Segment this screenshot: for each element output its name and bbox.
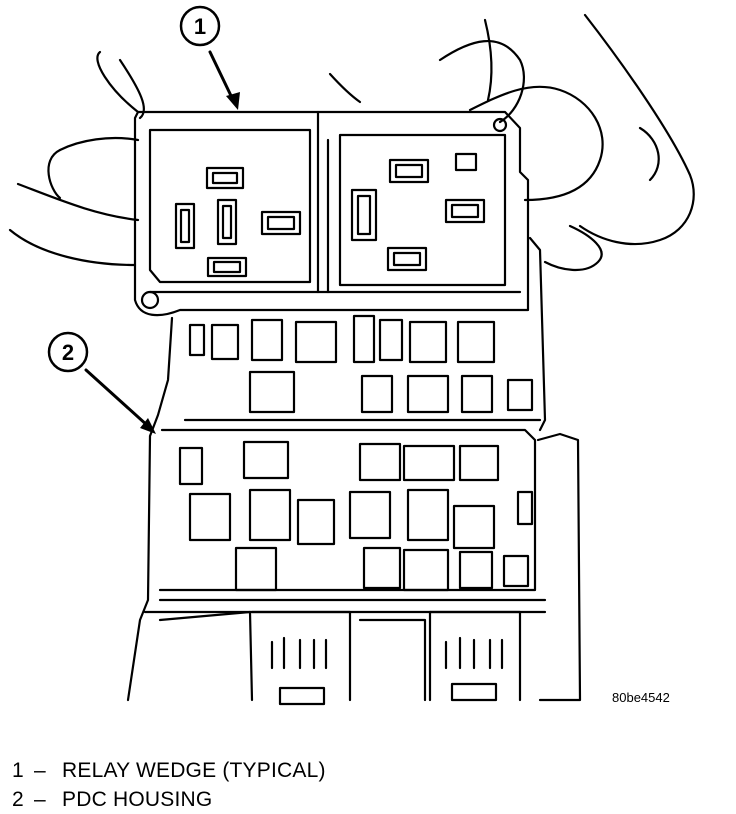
hand-illustration xyxy=(8,13,695,271)
pdc-housing xyxy=(126,236,582,706)
callout-1-number: 1 xyxy=(194,14,206,39)
legend-item-1-label: RELAY WEDGE (TYPICAL) xyxy=(62,759,326,782)
legend-item-2-number: 2 xyxy=(12,788,24,811)
callout-1: 1 xyxy=(179,5,240,110)
legend-item-1-separator: – xyxy=(34,759,46,782)
legend-item-2-label: PDC HOUSING xyxy=(62,788,213,811)
legend-item-1-number: 1 xyxy=(12,759,24,782)
legend-item-2: 2–PDC HOUSING xyxy=(12,785,326,814)
figure-id: 80be4542 xyxy=(612,690,670,705)
middle-terminal-row xyxy=(178,440,534,592)
upper-terminal-row xyxy=(188,314,534,414)
bottom-fuse-connectors xyxy=(270,636,504,706)
legend-item-1: 1–RELAY WEDGE (TYPICAL) xyxy=(12,756,326,785)
callout-2-number: 2 xyxy=(62,340,74,365)
relay-wedge-pdc-diagram: 1 2 xyxy=(8,5,695,706)
relay-wedge xyxy=(133,110,530,317)
legend: 1–RELAY WEDGE (TYPICAL) 2–PDC HOUSING xyxy=(12,756,326,814)
callout-2: 2 xyxy=(47,331,156,434)
legend-item-2-separator: – xyxy=(34,788,46,811)
